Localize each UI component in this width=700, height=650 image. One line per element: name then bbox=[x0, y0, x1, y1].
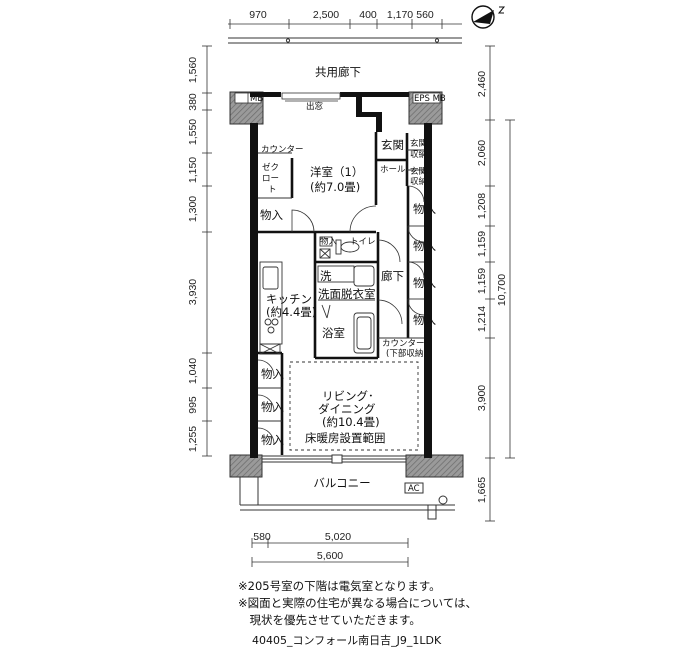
toilet-storage-label: 物入 bbox=[320, 236, 338, 247]
mb-left-label: MB bbox=[250, 94, 263, 104]
genkan-storage-1: 玄関 bbox=[410, 138, 427, 149]
left-dimension-line bbox=[202, 45, 212, 457]
bottom-dimension-line bbox=[251, 538, 409, 567]
inner-corridor-label: 廊下 bbox=[381, 269, 404, 283]
mb-box-left bbox=[234, 92, 262, 104]
bathtub bbox=[321, 304, 375, 354]
bath-label: 浴室 bbox=[322, 326, 345, 340]
dim-right-8: 1,665 bbox=[476, 477, 488, 503]
living-label-2: ダイニング bbox=[318, 402, 376, 416]
washstand-label: 洗 bbox=[320, 269, 332, 283]
dim-right-0: 2,460 bbox=[476, 71, 488, 97]
storage-living-2: 物入 bbox=[261, 400, 284, 414]
dim-left-5: 3,930 bbox=[187, 279, 199, 305]
western-room-size: (約7.0畳) bbox=[310, 180, 360, 194]
genkan-storage-4: 収納 bbox=[410, 176, 427, 187]
plan-footer-code: 40405_コンフォール南日吉_J9_1LDK bbox=[252, 634, 442, 647]
balcony-windows bbox=[262, 454, 406, 464]
storage-corridor-2: 物入 bbox=[413, 239, 436, 253]
dim-right-6: 3,900 bbox=[476, 385, 488, 411]
dim-left-6: 1,040 bbox=[187, 358, 199, 384]
zek-label-3: ト bbox=[268, 185, 277, 195]
bottom-dimension-labels: 580 5,020 5,600 bbox=[253, 531, 351, 562]
dim-left-1: 380 bbox=[187, 93, 199, 111]
north-compass-icon bbox=[471, 5, 506, 29]
dim-right-1: 2,060 bbox=[476, 140, 488, 166]
counter-bottom-sub: (下部収納) bbox=[386, 348, 427, 359]
right-dimension-line bbox=[485, 45, 515, 522]
kitchen-counter bbox=[259, 261, 283, 355]
building-edge-top bbox=[228, 37, 462, 44]
living-label: リビング･ bbox=[322, 389, 374, 403]
hall-label: ホール bbox=[380, 165, 406, 175]
dim-top-1: 2,500 bbox=[313, 9, 339, 21]
common-corridor-label: 共用廊下 bbox=[315, 65, 361, 79]
zek-label-1: ゼク bbox=[262, 162, 279, 173]
outer-walls bbox=[250, 92, 432, 458]
dim-top-3: 1,170 bbox=[387, 9, 413, 21]
top-dimension-labels: 970 2,500 400 1,170 560 bbox=[249, 9, 434, 21]
counter-bottom-label: カウンター bbox=[382, 339, 425, 349]
dim-left-4: 1,300 bbox=[187, 196, 199, 222]
mb-box-right bbox=[412, 92, 441, 104]
counter-top-label: カウンター bbox=[261, 145, 304, 155]
dim-right-5: 1,214 bbox=[476, 306, 488, 332]
dim-bottom-0: 580 bbox=[253, 531, 271, 543]
balcony-label: バルコニー bbox=[313, 476, 370, 490]
eps-mb-label: EPS MB bbox=[414, 94, 446, 104]
top-dimension-line bbox=[228, 19, 462, 29]
dim-left-3: 1,150 bbox=[187, 157, 199, 183]
out-window bbox=[281, 92, 341, 102]
note-line-2: ※図面と実際の住宅が異なる場合については、 bbox=[238, 596, 478, 610]
floor-heating-label: 床暖房設置範囲 bbox=[305, 431, 386, 445]
kitchen-label: キッチン bbox=[266, 292, 312, 306]
living-size: (約10.4畳) bbox=[322, 415, 380, 429]
dim-left-8: 1,255 bbox=[187, 426, 199, 452]
dim-right-4: 1,159 bbox=[476, 268, 488, 294]
toilet-label: トイレ bbox=[350, 237, 376, 247]
right-dimension-labels: 2,460 2,060 1,208 1,159 1,159 1,214 3,90… bbox=[476, 71, 508, 503]
storage-west-label: 物入 bbox=[260, 208, 283, 222]
balcony-outline bbox=[239, 477, 455, 520]
left-dimension-labels: 1,560 380 1,550 1,150 1,300 3,930 1,040 … bbox=[187, 57, 199, 452]
out-window-label: 出窓 bbox=[306, 101, 324, 112]
room-labels: 洋室（1） (約7.0畳) カウンター ゼク ロー ト 物入 玄関 玄関 収納 … bbox=[260, 138, 436, 494]
dim-right-3: 1,159 bbox=[476, 231, 488, 257]
genkan-storage-3: 玄関 bbox=[410, 166, 427, 177]
washstand-fixture bbox=[317, 265, 375, 287]
zek-label-2: ロー bbox=[262, 174, 279, 184]
storage-corridor-3: 物入 bbox=[413, 276, 436, 290]
storage-living-1: 物入 bbox=[261, 367, 284, 381]
storage-living-3: 物入 bbox=[261, 433, 284, 447]
dim-left-2: 1,550 bbox=[187, 119, 199, 145]
genkan-label: 玄関 bbox=[381, 138, 404, 152]
dim-top-2: 400 bbox=[359, 9, 377, 21]
washroom-label: 洗面脱衣室 bbox=[318, 287, 376, 301]
toilet-fixture bbox=[319, 236, 360, 259]
storage-corridor-1: 物入 bbox=[413, 202, 436, 216]
note-line-3: 現状を優先させていただきます。 bbox=[238, 613, 421, 627]
kitchen-size: (約4.4畳) bbox=[266, 305, 316, 319]
dim-left-0: 1,560 bbox=[187, 57, 199, 83]
dim-top-4: 560 bbox=[416, 9, 434, 21]
genkan-storage-2: 収納 bbox=[410, 149, 427, 160]
storage-corridor-4: 物入 bbox=[413, 313, 436, 327]
dim-right-7: 10,700 bbox=[496, 274, 508, 306]
western-room-label: 洋室（1） bbox=[310, 165, 363, 179]
ac-label: AC bbox=[408, 484, 420, 494]
note-line-1: ※205号室の下階は電気室となります。 bbox=[238, 579, 441, 593]
dim-top-0: 970 bbox=[249, 9, 267, 21]
door-swings bbox=[257, 185, 425, 445]
dim-left-7: 995 bbox=[187, 396, 199, 414]
dim-right-2: 1,208 bbox=[476, 193, 488, 219]
dim-bottom-1: 5,020 bbox=[325, 531, 351, 543]
thin-partitions bbox=[258, 149, 424, 422]
dim-bottom-2: 5,600 bbox=[317, 550, 343, 562]
